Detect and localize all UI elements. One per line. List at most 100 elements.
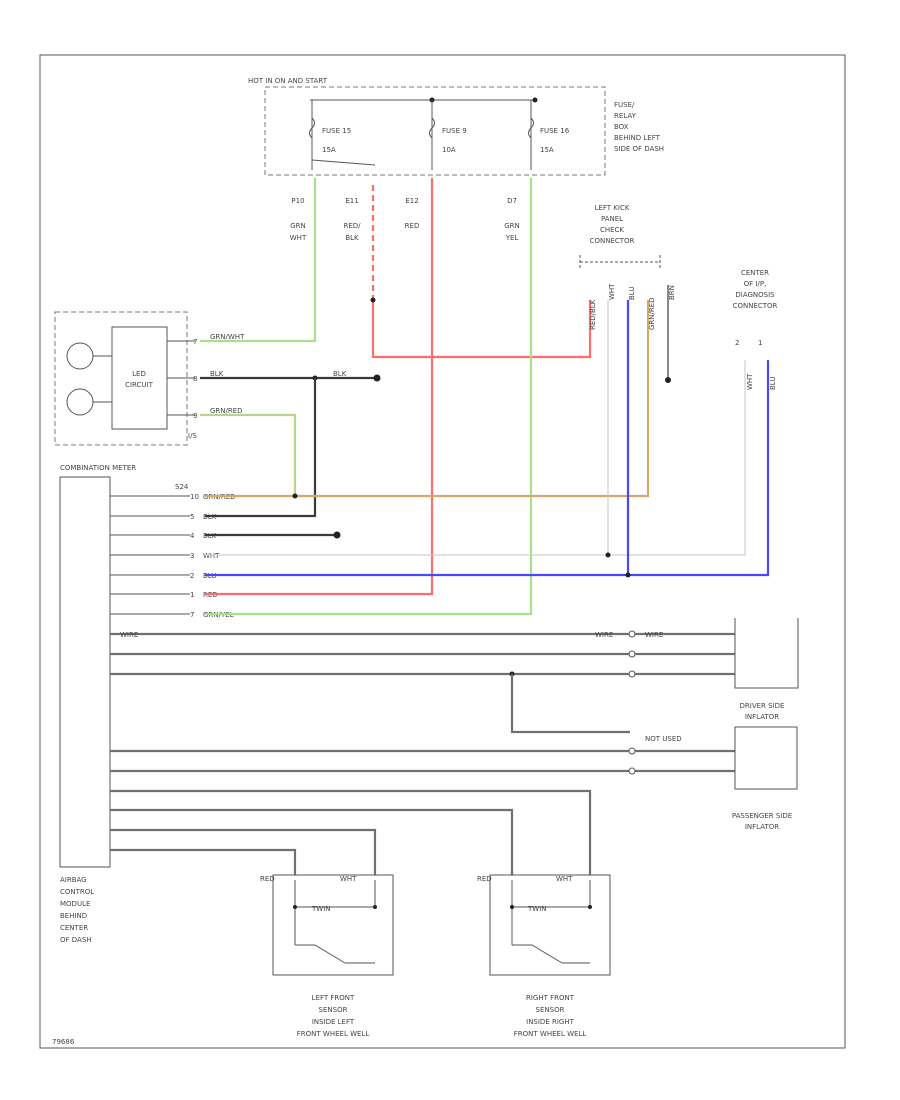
svg-text:BLU: BLU: [628, 287, 636, 300]
svg-text:3: 3: [190, 552, 194, 560]
wire-grn-wht: GRN/WHT: [200, 178, 317, 343]
diag-connector-label: CENTER OF I/P, DIAGNOSIS CONNECTOR: [733, 269, 778, 310]
svg-text:BLK: BLK: [333, 370, 347, 378]
airbag-control-module-box: [59, 476, 111, 868]
svg-text:1: 1: [758, 339, 762, 347]
svg-text:CHECK: CHECK: [600, 226, 624, 234]
svg-text:WHT: WHT: [746, 373, 754, 390]
svg-text:RED: RED: [260, 875, 275, 883]
svg-text:GRN/RED: GRN/RED: [210, 407, 243, 415]
svg-text:SIDE OF DASH: SIDE OF DASH: [614, 145, 664, 153]
svg-text:CONTROL: CONTROL: [60, 888, 94, 896]
svg-text:GRN/WHT: GRN/WHT: [210, 333, 245, 341]
combination-meter-label: COMBINATION METER: [60, 464, 136, 472]
left-sensor-label: LEFT FRONT SENSOR INSIDE LEFT FRONT WHEE…: [297, 994, 370, 1038]
svg-text:WHT: WHT: [608, 283, 616, 300]
fuse-relay-box: [264, 86, 606, 176]
module-pin-stubs: [110, 495, 190, 615]
svg-text:7: 7: [190, 611, 194, 619]
svg-text:WHT: WHT: [340, 875, 357, 883]
svg-text:WIRE: WIRE: [645, 631, 663, 639]
svg-text:CONNECTOR: CONNECTOR: [733, 302, 778, 310]
svg-text:RELAY: RELAY: [614, 112, 637, 120]
fuse-wire-labels: P10 GRN WHT E11 RED/ BLK E12 RED D7 GRN …: [290, 197, 520, 242]
led-circuit-label: LED: [132, 370, 146, 378]
svg-text:BLK: BLK: [345, 234, 359, 242]
svg-text:OF I/P,: OF I/P,: [744, 280, 767, 288]
svg-text:TWIN: TWIN: [527, 905, 547, 913]
left-sensor-switch-icon: [295, 944, 346, 964]
svg-text:RED/BLK: RED/BLK: [589, 299, 597, 330]
svg-text:RED/: RED/: [343, 222, 361, 230]
inflator-wire-labels: WIRE WIRE WIRE NOT USED: [120, 631, 682, 743]
svg-text:FRONT WHEEL WELL: FRONT WHEEL WELL: [297, 1030, 370, 1038]
driver-inflator-box: [734, 618, 799, 689]
svg-text:4: 4: [190, 532, 195, 540]
wire-wht: [205, 300, 746, 558]
svg-text:CENTER: CENTER: [60, 924, 88, 932]
right-front-sensor: RED WHT TWIN: [477, 874, 611, 976]
svg-text:WHT: WHT: [556, 875, 573, 883]
fuse-16-rating: 15A: [540, 146, 554, 154]
module-label: AIRBAG CONTROL MODULE BEHIND CENTER OF D…: [60, 876, 94, 944]
svg-text:INFLATOR: INFLATOR: [745, 823, 779, 831]
svg-text:WIRE: WIRE: [120, 631, 138, 639]
svg-text:CENTER: CENTER: [741, 269, 769, 277]
right-sensor-label: RIGHT FRONT SENSOR INSIDE RIGHT FRONT WH…: [514, 994, 587, 1038]
wire-red: [205, 178, 434, 596]
fuse-9-name: FUSE 9: [442, 127, 467, 135]
fuse-16: FUSE 16 15A: [528, 100, 570, 170]
led-connector-outline: [54, 311, 188, 446]
left-sensor-box: [272, 874, 394, 976]
svg-text:CONNECTOR: CONNECTOR: [590, 237, 635, 245]
svg-text:LEFT KICK: LEFT KICK: [595, 204, 630, 212]
svg-text:TWIN: TWIN: [311, 905, 331, 913]
svg-text:10: 10: [190, 493, 199, 501]
ground-icon: [373, 374, 381, 382]
svg-text:1: 1: [190, 591, 194, 599]
wire-grn-yel: [205, 178, 533, 616]
svg-text:CIRCUIT: CIRCUIT: [125, 381, 154, 389]
svg-text:INSIDE LEFT: INSIDE LEFT: [312, 1018, 355, 1026]
passenger-inflator-box: [734, 726, 798, 790]
svg-text:PANEL: PANEL: [601, 215, 623, 223]
svg-text:7: 7: [193, 338, 197, 346]
fuse-16-name: FUSE 16: [540, 127, 570, 135]
inflator-wires: [110, 630, 735, 880]
driver-inflator-label: DRIVER SIDE: [740, 702, 785, 710]
svg-text:BLK: BLK: [210, 370, 224, 378]
svg-text:OF DASH: OF DASH: [60, 936, 92, 944]
check-connector-outline: [579, 255, 661, 270]
hot-label: HOT IN ON AND START: [248, 77, 328, 85]
not-used-label: NOT USED: [645, 735, 682, 743]
svg-text:8: 8: [193, 375, 197, 383]
svg-text:WHT: WHT: [203, 552, 220, 560]
svg-text:BRN: BRN: [668, 285, 676, 300]
fuse-15-name: FUSE 15: [322, 127, 351, 135]
svg-text:WHT: WHT: [290, 234, 307, 242]
ground-icon: [333, 531, 341, 539]
check-wire-labels: RED/BLK WHT BLU GRN/RED BRN: [589, 283, 676, 330]
svg-text:AIRBAG: AIRBAG: [60, 876, 87, 884]
passenger-inflator-label: PASSENGER SIDE: [732, 812, 792, 820]
svg-text:RIGHT FRONT: RIGHT FRONT: [526, 994, 575, 1002]
svg-text:INSIDE RIGHT: INSIDE RIGHT: [526, 1018, 574, 1026]
wire-red-blk: [370, 185, 592, 359]
svg-text:SENSOR: SENSOR: [536, 1006, 565, 1014]
svg-text:YEL: YEL: [505, 234, 519, 242]
svg-text:BOX: BOX: [614, 123, 629, 131]
wire-grn-red: GRN/RED: [200, 300, 650, 499]
svg-text:D7: D7: [507, 197, 517, 205]
left-front-sensor: RED WHT TWIN: [260, 874, 394, 976]
led-note: I/S: [188, 432, 197, 440]
fuse-15-rating: 15A: [322, 146, 336, 154]
bus-splice: [532, 97, 538, 103]
svg-text:P10: P10: [291, 197, 304, 205]
fuse-15: FUSE 15 15A: [309, 100, 376, 170]
svg-text:FUSE/: FUSE/: [614, 101, 635, 109]
fuse-9: FUSE 9 10A: [429, 100, 467, 170]
diagram-id: 79686: [52, 1038, 75, 1046]
led-lamp-icon: [66, 388, 94, 416]
svg-text:2: 2: [735, 339, 739, 347]
